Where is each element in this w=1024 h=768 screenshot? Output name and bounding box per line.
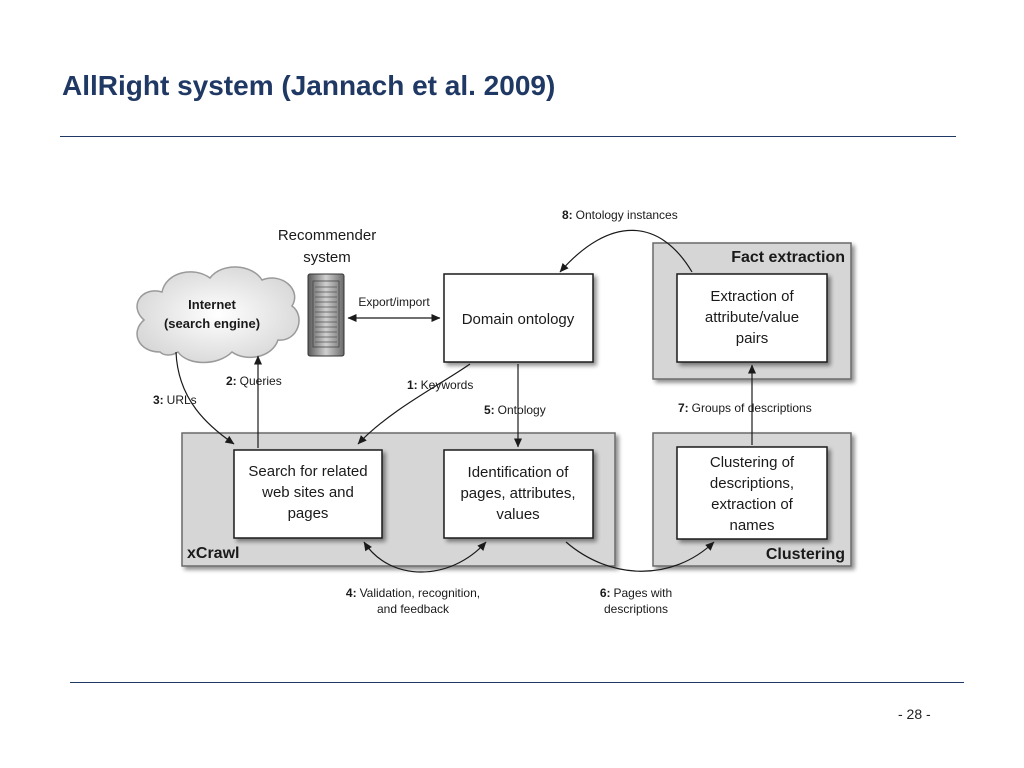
validation-label-line1: 4:Validation, recognition, (346, 586, 480, 600)
footer-divider (70, 682, 964, 683)
extraction-label-line3: pairs (736, 330, 769, 347)
pages-with-descriptions-label-line2: descriptions (604, 602, 668, 616)
extraction-label-line1: Extraction of (710, 288, 794, 305)
identification-label-line3: values (496, 506, 539, 523)
pages-with-descriptions-label-line1: 6:Pages with (600, 586, 672, 600)
arrow-pages-with-descriptions (565, 541, 715, 572)
ontology-label: 5:Ontology (484, 403, 546, 417)
urls-label: 3:URLs (153, 393, 197, 407)
arrow-ontology-instances (559, 229, 693, 273)
search-label-line3: pages (288, 505, 329, 522)
search-label-line1: Search for related (248, 463, 367, 480)
arrow-urls (175, 351, 235, 445)
search-label-line2: web sites and (261, 484, 354, 501)
node-search: Search for related web sites and pages (233, 449, 383, 539)
arrow-validation (363, 541, 487, 573)
arrow-keywords (357, 363, 471, 445)
clustering-label-line3: extraction of (711, 496, 794, 513)
extraction-label-line2: attribute/value (705, 309, 799, 326)
node-domain-ontology: Domain ontology (443, 273, 594, 363)
export-import-label: Export/import (358, 295, 430, 309)
clustering-label-line2: descriptions, (710, 475, 794, 492)
validation-label-line2: and feedback (377, 602, 450, 616)
node-identification: Identification of pages, attributes, val… (443, 449, 594, 539)
recommender-label-line2: system (303, 249, 351, 266)
server-icon (307, 273, 345, 357)
node-clustering: Clustering of descriptions, extraction o… (676, 446, 828, 540)
slide-title: AllRight system (Jannach et al. 2009) (62, 70, 556, 101)
recommender-label-line1: Recommender (278, 227, 376, 244)
page-number: - 28 - (898, 706, 931, 722)
recommender-system: Recommender system (278, 227, 376, 357)
ontology-instances-label: 8:Ontology instances (562, 208, 678, 222)
keywords-label: 1:Keywords (407, 378, 473, 392)
clustering-label-line1: Clustering of (710, 454, 795, 471)
group-clustering-title: Clustering (766, 546, 845, 563)
clustering-label-line4: names (729, 517, 774, 534)
queries-label: 2:Queries (226, 374, 282, 388)
groups-of-descriptions-label: 7:Groups of descriptions (678, 401, 812, 415)
domain-ontology-label: Domain ontology (462, 311, 575, 328)
identification-label-line2: pages, attributes, (460, 485, 575, 502)
identification-label-line1: Identification of (468, 464, 570, 481)
group-xcrawl-title: xCrawl (187, 545, 239, 562)
internet-sublabel: (search engine) (164, 316, 260, 331)
title-divider (60, 136, 956, 137)
internet-cloud: Internet (search engine) (136, 266, 300, 364)
node-extraction: Extraction of attribute/value pairs (676, 273, 828, 363)
group-fact-extraction-title: Fact extraction (731, 249, 845, 266)
internet-label: Internet (188, 297, 236, 312)
